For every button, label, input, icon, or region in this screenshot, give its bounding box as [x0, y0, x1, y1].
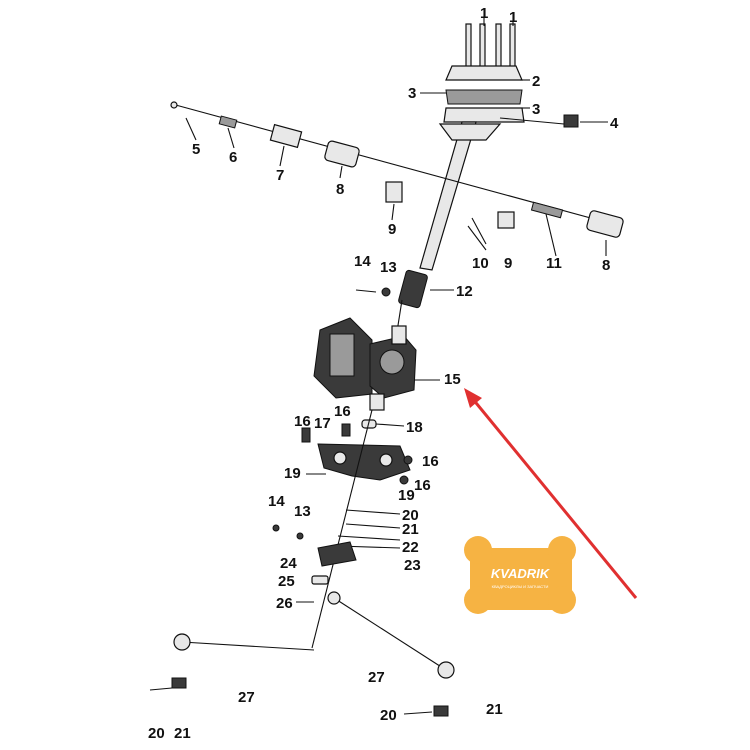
callout-14: 14 — [268, 493, 285, 510]
callout-16: 16 — [422, 453, 439, 470]
callout-15: 15 — [444, 371, 461, 388]
callout-10: 10 — [472, 255, 489, 272]
callout-16: 16 — [414, 477, 431, 494]
callout-24: 24 — [280, 555, 297, 572]
lower-bracket-assembly — [272, 409, 413, 649]
kvadrik-watermark-logo: KVADRIK КВАДРОЦИКЛЫ И ЗАПЧАСТИ — [464, 536, 576, 614]
callout-labels: 1 1 2 3 3 4 5 6 7 8 8 9 9 10 11 12 13 13… — [148, 5, 619, 742]
callout-3: 3 — [408, 85, 416, 102]
steering-bracket-17 — [317, 443, 411, 481]
callout-1: 1 — [509, 9, 517, 26]
tie-rods — [149, 591, 455, 717]
callout-25: 25 — [278, 573, 295, 590]
grip-8-right — [586, 210, 624, 238]
callout-7: 7 — [276, 167, 284, 184]
callout-5: 5 — [192, 141, 200, 158]
cable-assembly — [170, 101, 624, 297]
callout-11: 11 — [546, 255, 562, 272]
callout-4: 4 — [610, 115, 619, 132]
callout-19: 19 — [398, 487, 415, 504]
callout-13: 13 — [294, 503, 311, 520]
highlight-arrow — [464, 388, 638, 599]
callout-2: 2 — [532, 73, 540, 90]
universal-joint — [398, 269, 428, 309]
callout-8: 8 — [336, 181, 344, 198]
pitman-arm-23 — [317, 541, 357, 567]
clamp-bolts — [465, 23, 516, 71]
callout-19: 19 — [284, 465, 301, 482]
callout-9: 9 — [388, 221, 396, 238]
steering-column-assembly — [395, 23, 579, 339]
callout-20: 20 — [148, 725, 165, 742]
callout-21: 21 — [402, 521, 419, 538]
bushing-9-lower — [497, 211, 515, 229]
callout-16: 16 — [334, 403, 351, 420]
callout-6: 6 — [229, 149, 237, 166]
callout-12: 12 — [456, 283, 473, 300]
leader-lines — [185, 10, 608, 291]
callout-3: 3 — [532, 101, 540, 118]
callout-27: 27 — [238, 689, 255, 706]
callout-13: 13 — [380, 259, 397, 276]
cable-bracket-7 — [269, 123, 303, 149]
tie-rod-right — [333, 597, 447, 671]
callout-23: 23 — [404, 557, 421, 574]
callout-20: 20 — [380, 707, 397, 724]
callout-21: 21 — [174, 725, 191, 742]
power-steering-unit — [313, 317, 440, 411]
callout-17: 17 — [314, 415, 331, 432]
watermark-tagline: КВАДРОЦИКЛЫ И ЗАПЧАСТИ — [492, 584, 549, 589]
callout-21: 21 — [486, 701, 503, 718]
callout-16: 16 — [294, 413, 311, 430]
callout-22: 22 — [402, 539, 419, 556]
callout-9: 9 — [504, 255, 512, 272]
callout-18: 18 — [406, 419, 423, 436]
callout-20: 20 — [402, 507, 419, 524]
clip-part-4 — [563, 114, 579, 128]
callout-26: 26 — [276, 595, 293, 612]
handlebar-lower-clamp — [445, 89, 523, 105]
callout-8: 8 — [602, 257, 610, 274]
callout-14: 14 — [354, 253, 371, 270]
bushing-9-upper — [385, 181, 403, 203]
handlebar-upper-clamp — [445, 65, 523, 81]
callout-27: 27 — [368, 669, 385, 686]
grip-8-left — [324, 140, 360, 168]
tie-rod-left — [181, 641, 315, 651]
callout-1: 1 — [480, 5, 488, 22]
steering-shaft — [419, 121, 477, 271]
watermark-brand: KVADRIK — [491, 566, 551, 581]
